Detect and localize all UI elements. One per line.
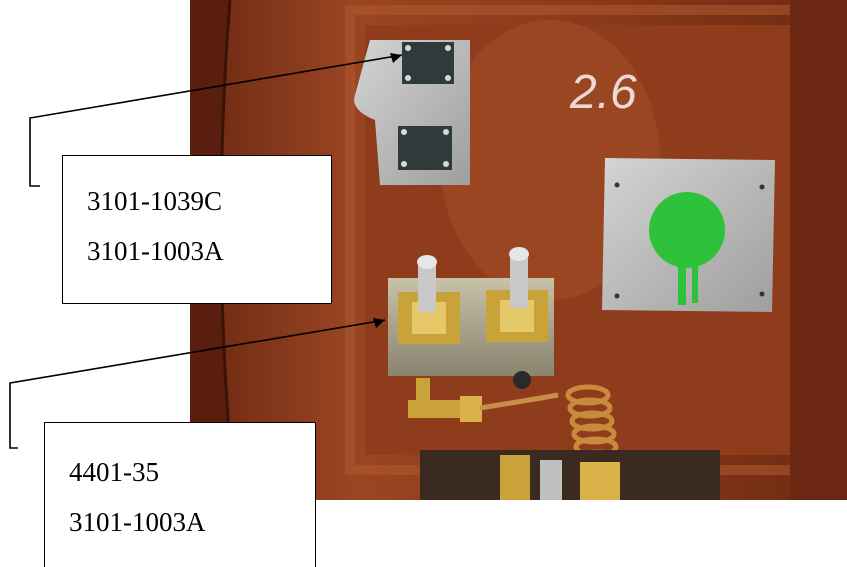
part-number: 3101-1003A [69, 507, 206, 537]
equipment-photo: 2.6 [190, 0, 847, 500]
terminal-stud-2 [486, 247, 548, 342]
terminal-stud-1 [398, 255, 460, 344]
green-dot [649, 192, 725, 268]
part-callout-upper: 3101-1039C 3101-1003A [62, 155, 332, 304]
part-callout-lower: 4401-35 3101-1003A [44, 422, 316, 567]
painted-marking: 2.6 [569, 66, 637, 119]
coil-tube [479, 392, 559, 411]
coil-spring [565, 384, 621, 471]
upper-connector-2 [398, 126, 452, 170]
part-number: 4401-35 [69, 457, 159, 487]
upper-connector-1 [402, 42, 454, 84]
part-number: 3101-1003A [87, 236, 224, 266]
part-number: 3101-1039C [87, 186, 222, 216]
